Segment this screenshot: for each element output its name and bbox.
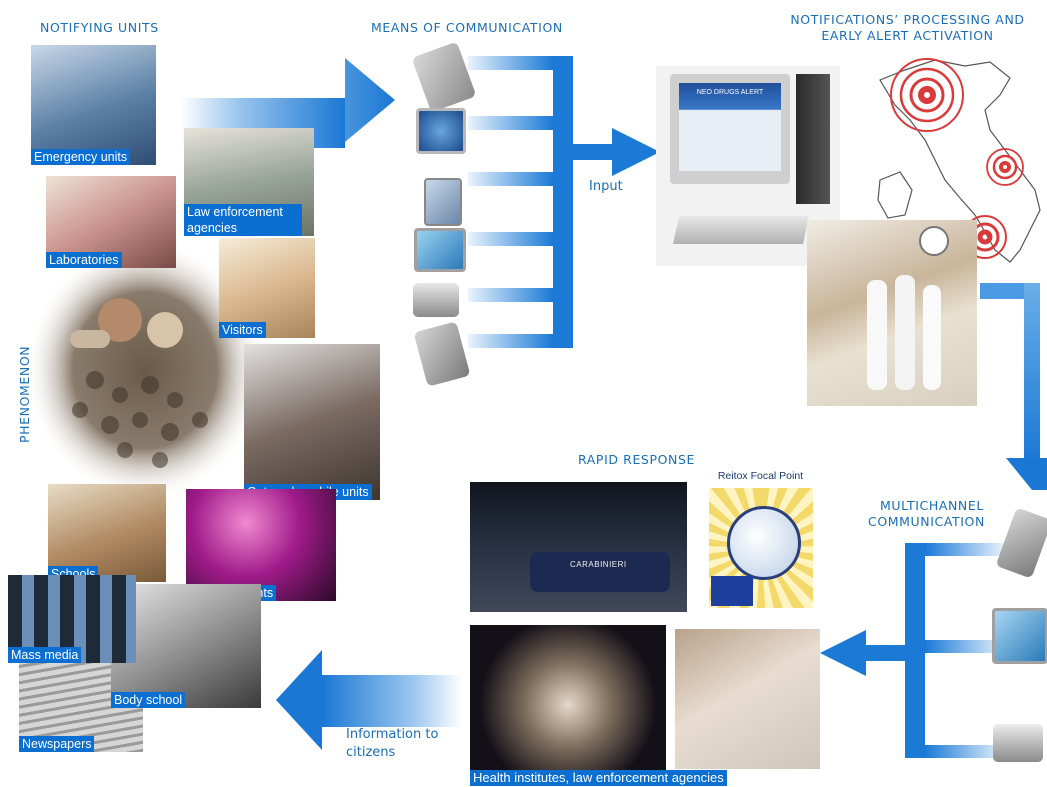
police-car-sign: CARABINIERI bbox=[570, 560, 627, 569]
monitor-screen: NEO DRUGS ALERT bbox=[679, 83, 781, 171]
italy-alert-map bbox=[877, 58, 1041, 263]
heading-notifying-units: NOTIFYING UNITS bbox=[40, 20, 159, 35]
alert-computer-image: NEO DRUGS ALERT bbox=[656, 66, 840, 266]
heading-rapid-response: RAPID RESPONSE bbox=[578, 452, 696, 467]
photo-visitors: Visitors bbox=[219, 238, 315, 338]
label-info-line2: citizens bbox=[346, 745, 396, 760]
caption-health-institutes: Health institutes, law enforcement agenc… bbox=[470, 770, 727, 786]
heading-means-of-communication: MEANS OF COMMUNICATION bbox=[371, 20, 563, 35]
photo-ambulance bbox=[470, 625, 666, 770]
photo-medical-team bbox=[807, 220, 977, 406]
heading-phenomenon: PHENOMENON bbox=[17, 345, 32, 443]
caption-newspapers: Newspapers bbox=[19, 736, 95, 752]
arrow-down-right bbox=[980, 283, 1047, 490]
arrow-to-citizens bbox=[276, 650, 462, 750]
pda-icon bbox=[424, 178, 462, 226]
label-information-to-citizens: Information to citizens bbox=[346, 726, 438, 762]
heading-multichannel-line2: COMMUNICATION bbox=[868, 514, 985, 529]
reitox-logo bbox=[709, 488, 813, 608]
caption-mass-media: Mass media bbox=[8, 647, 82, 663]
caption-law-enforcement: Law enforcement agencies bbox=[184, 204, 302, 236]
photo-police-car: CARABINIERI bbox=[470, 482, 687, 612]
monitor-frame: NEO DRUGS ALERT bbox=[670, 74, 790, 184]
multichannel-bracket bbox=[820, 543, 1005, 758]
photo-body-school: Body school bbox=[111, 584, 261, 708]
heading-multichannel: MULTICHANNEL COMMUNICATION bbox=[868, 498, 1038, 530]
multichannel-email-monitor-icon bbox=[992, 608, 1047, 664]
heading-processing: NOTIFICATIONS’ PROCESSING AND EARLY ALER… bbox=[770, 12, 1045, 44]
reitox-focal-point: Reitox Focal Point bbox=[703, 470, 818, 612]
heading-processing-line1: NOTIFICATIONS’ PROCESSING AND bbox=[790, 12, 1025, 27]
figure-doctor-1 bbox=[867, 280, 887, 390]
fax-machine-icon bbox=[413, 283, 459, 317]
crowd-texture bbox=[72, 371, 208, 468]
photo-outreach-mobile-units: Outreach mobile units bbox=[244, 344, 380, 500]
caption-laboratories: Laboratories bbox=[46, 252, 122, 268]
label-info-line1: Information to bbox=[346, 727, 439, 742]
portal-title: NEO DRUGS ALERT bbox=[696, 89, 764, 96]
communication-bracket bbox=[468, 56, 660, 348]
email-monitor-icon bbox=[414, 228, 466, 272]
caption-body-school: Body school bbox=[111, 692, 186, 708]
label-input: Input bbox=[589, 179, 623, 194]
globe-icon bbox=[727, 506, 801, 580]
caption-visitors: Visitors bbox=[219, 322, 266, 338]
multichannel-fax-icon bbox=[993, 724, 1043, 762]
computer-monitor-icon bbox=[416, 108, 466, 154]
heading-multichannel-line1: MULTICHANNEL bbox=[880, 498, 984, 513]
heading-processing-line2: EARLY ALERT ACTIVATION bbox=[821, 28, 994, 43]
caption-emergency-units: Emergency units bbox=[31, 149, 131, 165]
photo-mass-media: Mass media bbox=[8, 575, 136, 663]
pills-image bbox=[70, 298, 183, 348]
police-car: CARABINIERI bbox=[530, 552, 670, 592]
computer-tower bbox=[796, 74, 830, 204]
reitox-label: Reitox Focal Point bbox=[717, 470, 804, 482]
photo-law-enforcement: Law enforcement agencies bbox=[184, 128, 314, 236]
eu-flag-icon bbox=[711, 576, 753, 606]
keyboard-icon bbox=[673, 216, 809, 244]
figure-doctor-3 bbox=[923, 285, 941, 390]
photo-laboratories: Laboratories bbox=[46, 176, 176, 268]
figure-doctor-2 bbox=[895, 275, 915, 390]
photo-schools: Schools bbox=[48, 484, 166, 582]
photo-laboratory-microscope bbox=[675, 629, 820, 769]
photo-emergency-units: Emergency units bbox=[31, 45, 156, 165]
wall-clock-icon bbox=[919, 226, 949, 256]
phenomenon-crowd-image bbox=[25, 240, 265, 500]
